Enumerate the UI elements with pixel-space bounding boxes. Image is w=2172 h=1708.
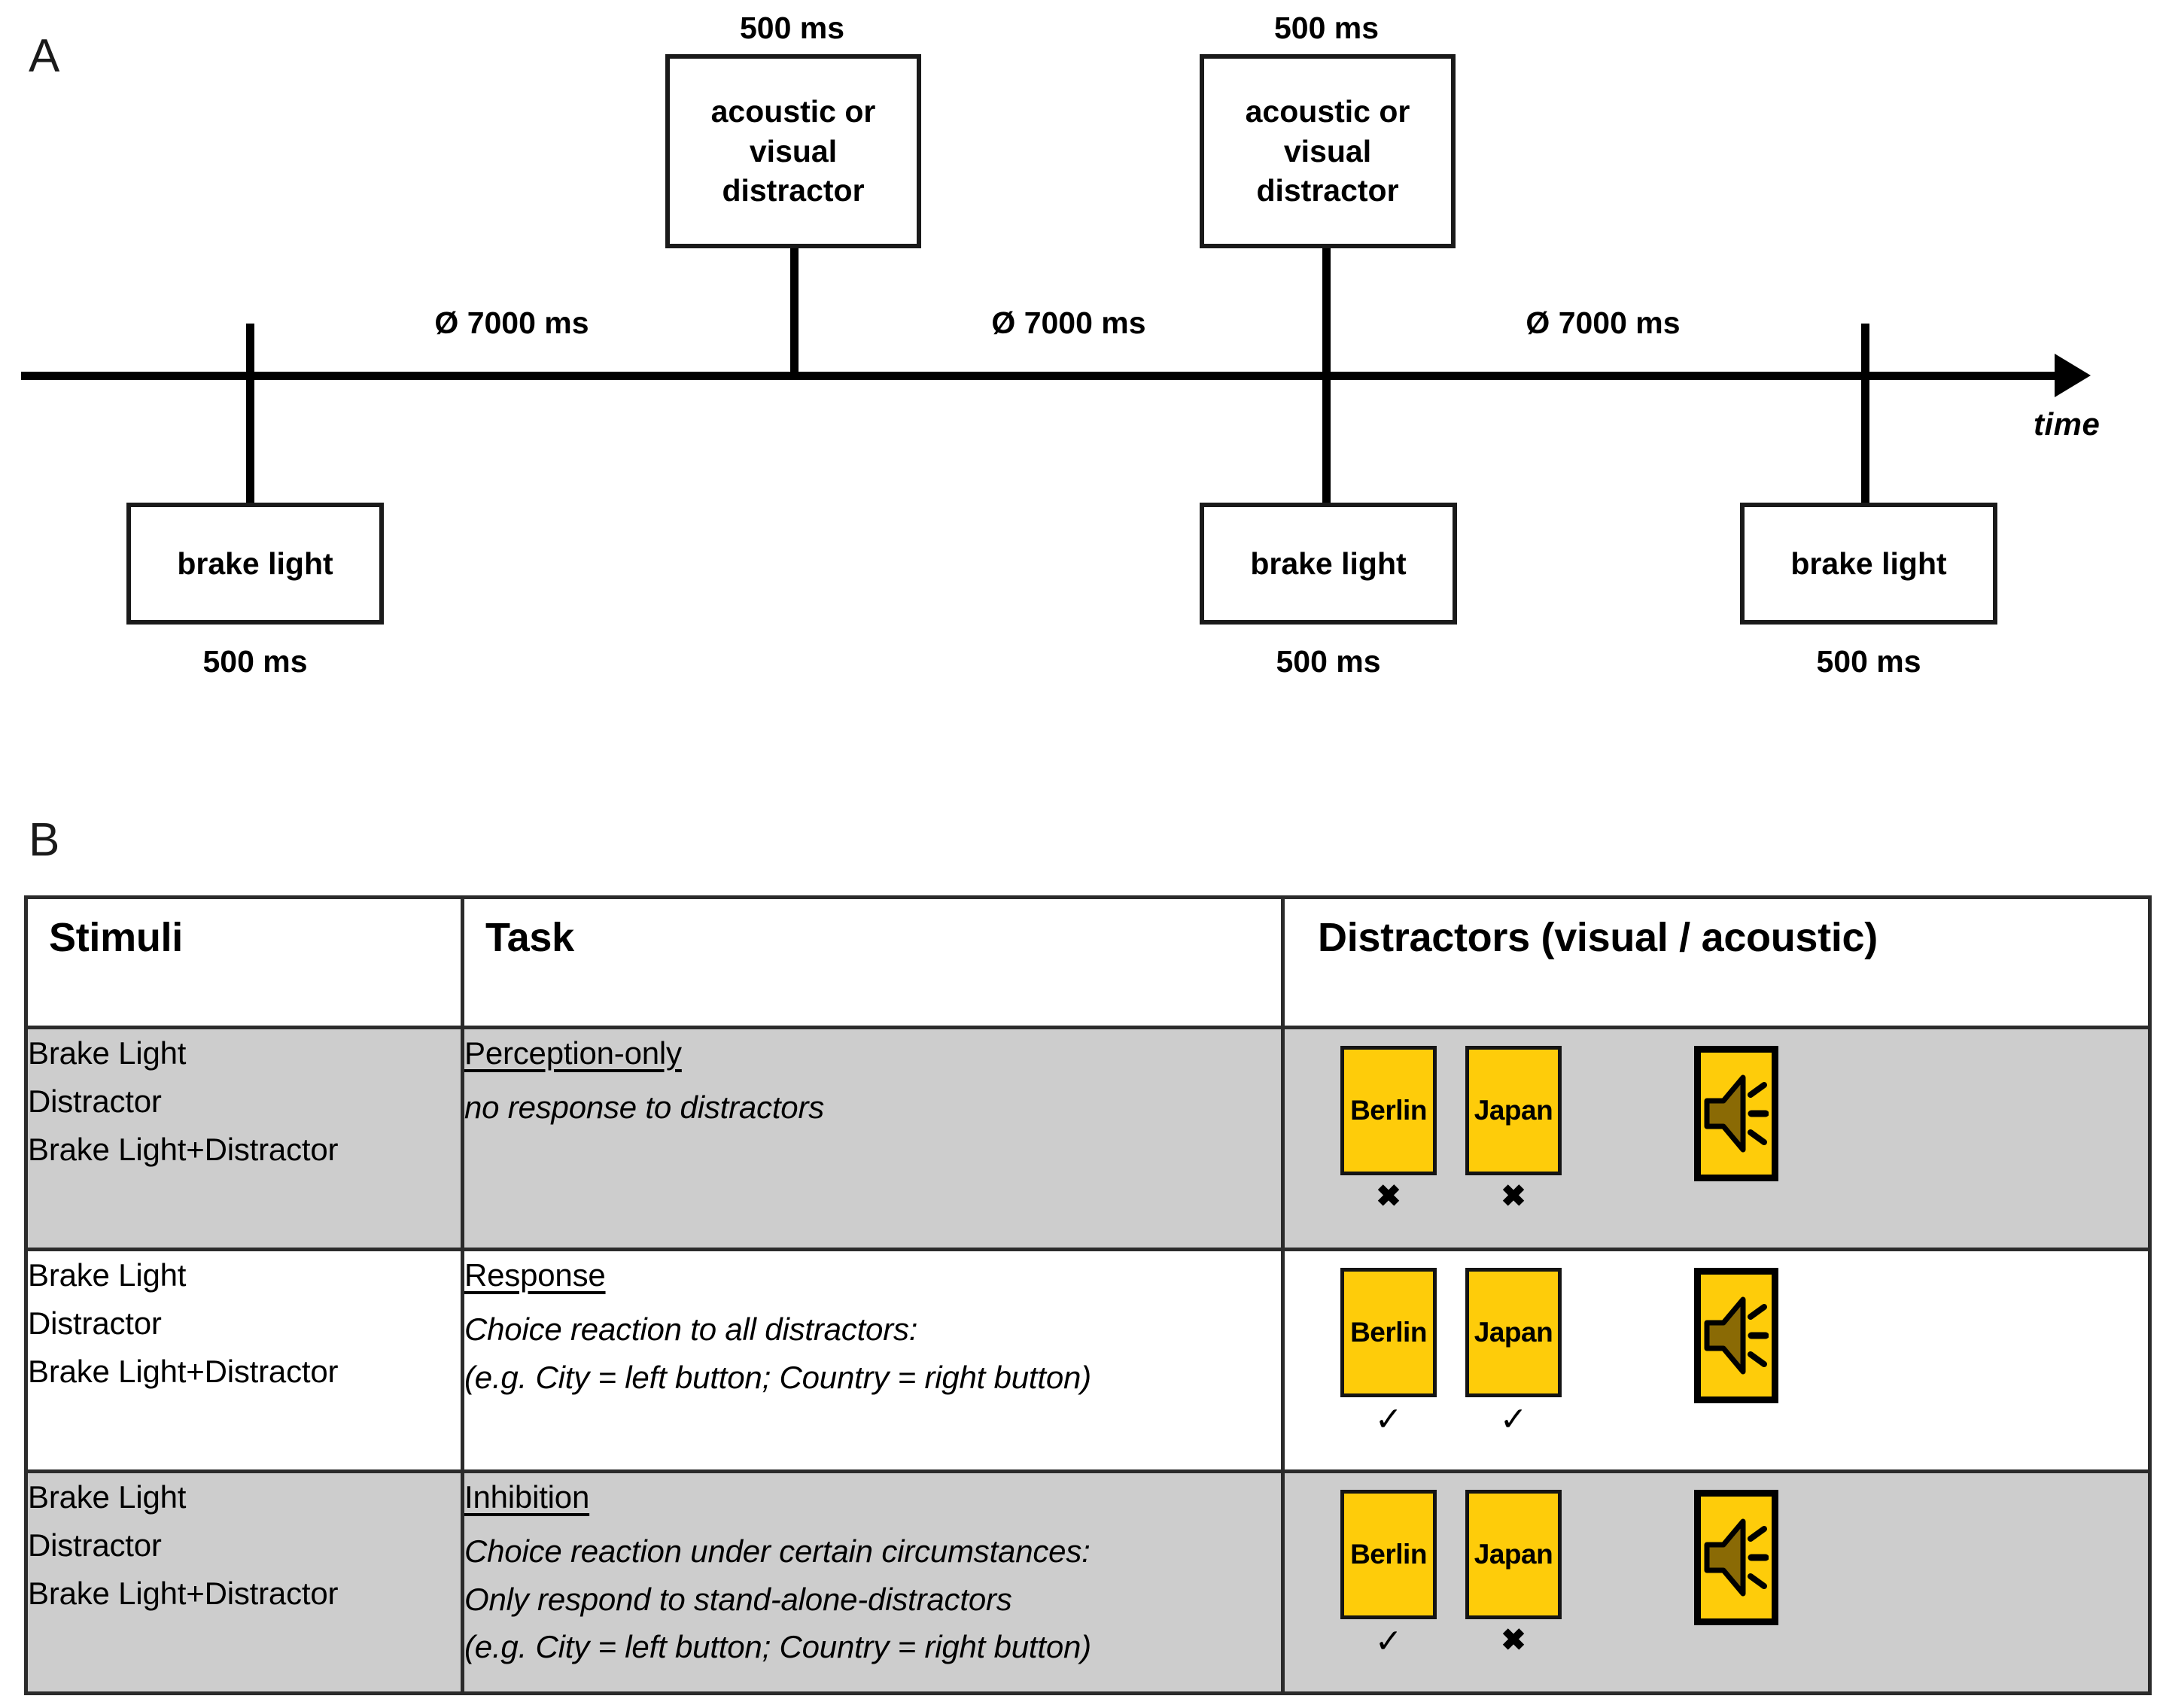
interval-label-1: Ø 7000 ms bbox=[434, 305, 589, 340]
distractor-response-mark: ✖ bbox=[1376, 1180, 1401, 1213]
interval-label-2: Ø 7000 ms bbox=[991, 305, 1146, 340]
task-cell: Inhibition Choice reaction under certain… bbox=[461, 1469, 1285, 1695]
stimuli-line: Distractor bbox=[28, 1083, 162, 1119]
task-title: Response bbox=[464, 1257, 606, 1293]
distractor-card-berlin: Berlin bbox=[1340, 1046, 1437, 1175]
table-header-row: Stimuli Task Distractors (visual / acous… bbox=[24, 895, 2152, 1029]
task-description-line: (e.g. City = left button; Country = righ… bbox=[464, 1629, 1091, 1665]
distractor-response-mark: ✓ bbox=[1499, 1401, 1528, 1438]
tick-distractor-2 bbox=[1322, 248, 1331, 504]
brake-light-1-duration: 500 ms bbox=[202, 644, 308, 679]
task-description-line: Choice reaction to all distractors: bbox=[464, 1311, 918, 1347]
distractors-cell: Berlin ✓ Japan ✖ bbox=[1281, 1469, 2152, 1695]
distractor-response-mark: ✖ bbox=[1501, 1180, 1526, 1213]
conditions-table: Stimuli Task Distractors (visual / acous… bbox=[24, 895, 2152, 1695]
panel-a-timeline: A time 500 ms acoustic or visual distrac… bbox=[0, 0, 2172, 760]
table-row-perception-only: Brake Light Distractor Brake Light+Distr… bbox=[24, 1026, 2152, 1251]
distractor-1-duration: 500 ms bbox=[739, 11, 845, 45]
distractor-response-mark: ✓ bbox=[1374, 1401, 1403, 1438]
stimuli-line: Brake Light bbox=[28, 1479, 187, 1515]
brake-light-label: brake light bbox=[1250, 546, 1407, 581]
task-description-line: no response to distractors bbox=[464, 1089, 825, 1125]
distractor-card-group: Japan ✖ bbox=[1465, 1046, 1562, 1219]
column-header-stimuli: Stimuli bbox=[24, 895, 464, 1029]
distractor-card-japan: Japan bbox=[1465, 1490, 1562, 1619]
timeline-arrow-icon bbox=[2055, 354, 2091, 397]
speaker-icon bbox=[1694, 1490, 1778, 1625]
distractor-card-group: Berlin ✖ bbox=[1340, 1046, 1437, 1219]
panel-a-label: A bbox=[29, 30, 60, 82]
tick-distractor-1 bbox=[790, 248, 799, 380]
task-title: Inhibition bbox=[464, 1479, 590, 1515]
column-header-distractors: Distractors (visual / acoustic) bbox=[1281, 895, 2152, 1029]
timeline-axis-label: time bbox=[2034, 406, 2101, 442]
distractor-2-duration: 500 ms bbox=[1273, 11, 1380, 45]
distractor-card-japan: Japan bbox=[1465, 1046, 1562, 1175]
brake-light-2-duration: 500 ms bbox=[1276, 644, 1381, 679]
table-row-inhibition: Brake Light Distractor Brake Light+Distr… bbox=[24, 1469, 2152, 1695]
speaker-icon bbox=[1694, 1268, 1778, 1403]
interval-label-3: Ø 7000 ms bbox=[1526, 305, 1681, 340]
brake-light-label: brake light bbox=[177, 546, 333, 581]
tick-brake-light-3 bbox=[1861, 324, 1869, 504]
distractors-cell: Berlin ✓ Japan ✓ bbox=[1281, 1248, 2152, 1473]
distractor-card-berlin: Berlin bbox=[1340, 1268, 1437, 1397]
task-title: Perception-only bbox=[464, 1035, 682, 1071]
distractor-card-group: Berlin ✓ bbox=[1340, 1268, 1437, 1441]
brake-light-1-box: brake light bbox=[126, 503, 384, 625]
panel-b-label: B bbox=[29, 814, 60, 866]
panel-b-conditions-table: B Stimuli Task Distractors (visual / aco… bbox=[0, 760, 2172, 1708]
task-description-line: Only respond to stand-alone-distractors bbox=[464, 1581, 1012, 1617]
stimuli-line: Brake Light bbox=[28, 1035, 187, 1071]
stimuli-line: Brake Light+Distractor bbox=[28, 1131, 339, 1167]
distractor-2-box: acoustic or visual distractor bbox=[1200, 54, 1456, 248]
timeline-axis bbox=[21, 372, 2062, 380]
task-description-line: Choice reaction under certain circumstan… bbox=[464, 1533, 1091, 1569]
distractor-card-group: Japan ✖ bbox=[1465, 1490, 1562, 1663]
speaker-icon bbox=[1694, 1046, 1778, 1181]
distractor-card-group: Japan ✓ bbox=[1465, 1268, 1562, 1441]
distractor-box-line-2: visual bbox=[749, 133, 838, 169]
brake-light-2-box: brake light bbox=[1200, 503, 1457, 625]
distractor-box-line-3: distractor bbox=[1256, 173, 1399, 208]
table-row-response: Brake Light Distractor Brake Light+Distr… bbox=[24, 1248, 2152, 1473]
distractor-1-box: acoustic or visual distractor bbox=[665, 54, 921, 248]
distractor-card-japan: Japan bbox=[1465, 1268, 1562, 1397]
distractor-card-group: Berlin ✓ bbox=[1340, 1490, 1437, 1663]
stimuli-line: Brake Light bbox=[28, 1257, 187, 1293]
stimuli-line: Brake Light+Distractor bbox=[28, 1353, 339, 1389]
tick-brake-light-1 bbox=[246, 324, 254, 504]
distractor-card-berlin: Berlin bbox=[1340, 1490, 1437, 1619]
stimuli-line: Brake Light+Distractor bbox=[28, 1575, 339, 1611]
distractor-box-line-1: acoustic or bbox=[1245, 94, 1410, 129]
stimuli-cell: Brake Light Distractor Brake Light+Distr… bbox=[24, 1026, 464, 1251]
task-description-line: (e.g. City = left button; Country = righ… bbox=[464, 1359, 1091, 1395]
task-cell: Response Choice reaction to all distract… bbox=[461, 1248, 1285, 1473]
brake-light-label: brake light bbox=[1790, 546, 1947, 581]
distractor-box-line-2: visual bbox=[1283, 133, 1372, 169]
distractor-response-mark: ✓ bbox=[1374, 1623, 1403, 1660]
distractors-cell: Berlin ✖ Japan ✖ bbox=[1281, 1026, 2152, 1251]
brake-light-3-duration: 500 ms bbox=[1816, 644, 1921, 679]
distractor-box-line-3: distractor bbox=[722, 173, 865, 208]
stimuli-line: Distractor bbox=[28, 1305, 162, 1341]
brake-light-3-box: brake light bbox=[1740, 503, 1997, 625]
stimuli-cell: Brake Light Distractor Brake Light+Distr… bbox=[24, 1469, 464, 1695]
distractor-response-mark: ✖ bbox=[1501, 1624, 1526, 1657]
column-header-task: Task bbox=[461, 895, 1285, 1029]
stimuli-line: Distractor bbox=[28, 1527, 162, 1563]
task-cell: Perception-only no response to distracto… bbox=[461, 1026, 1285, 1251]
distractor-box-line-1: acoustic or bbox=[710, 94, 876, 129]
stimuli-cell: Brake Light Distractor Brake Light+Distr… bbox=[24, 1248, 464, 1473]
